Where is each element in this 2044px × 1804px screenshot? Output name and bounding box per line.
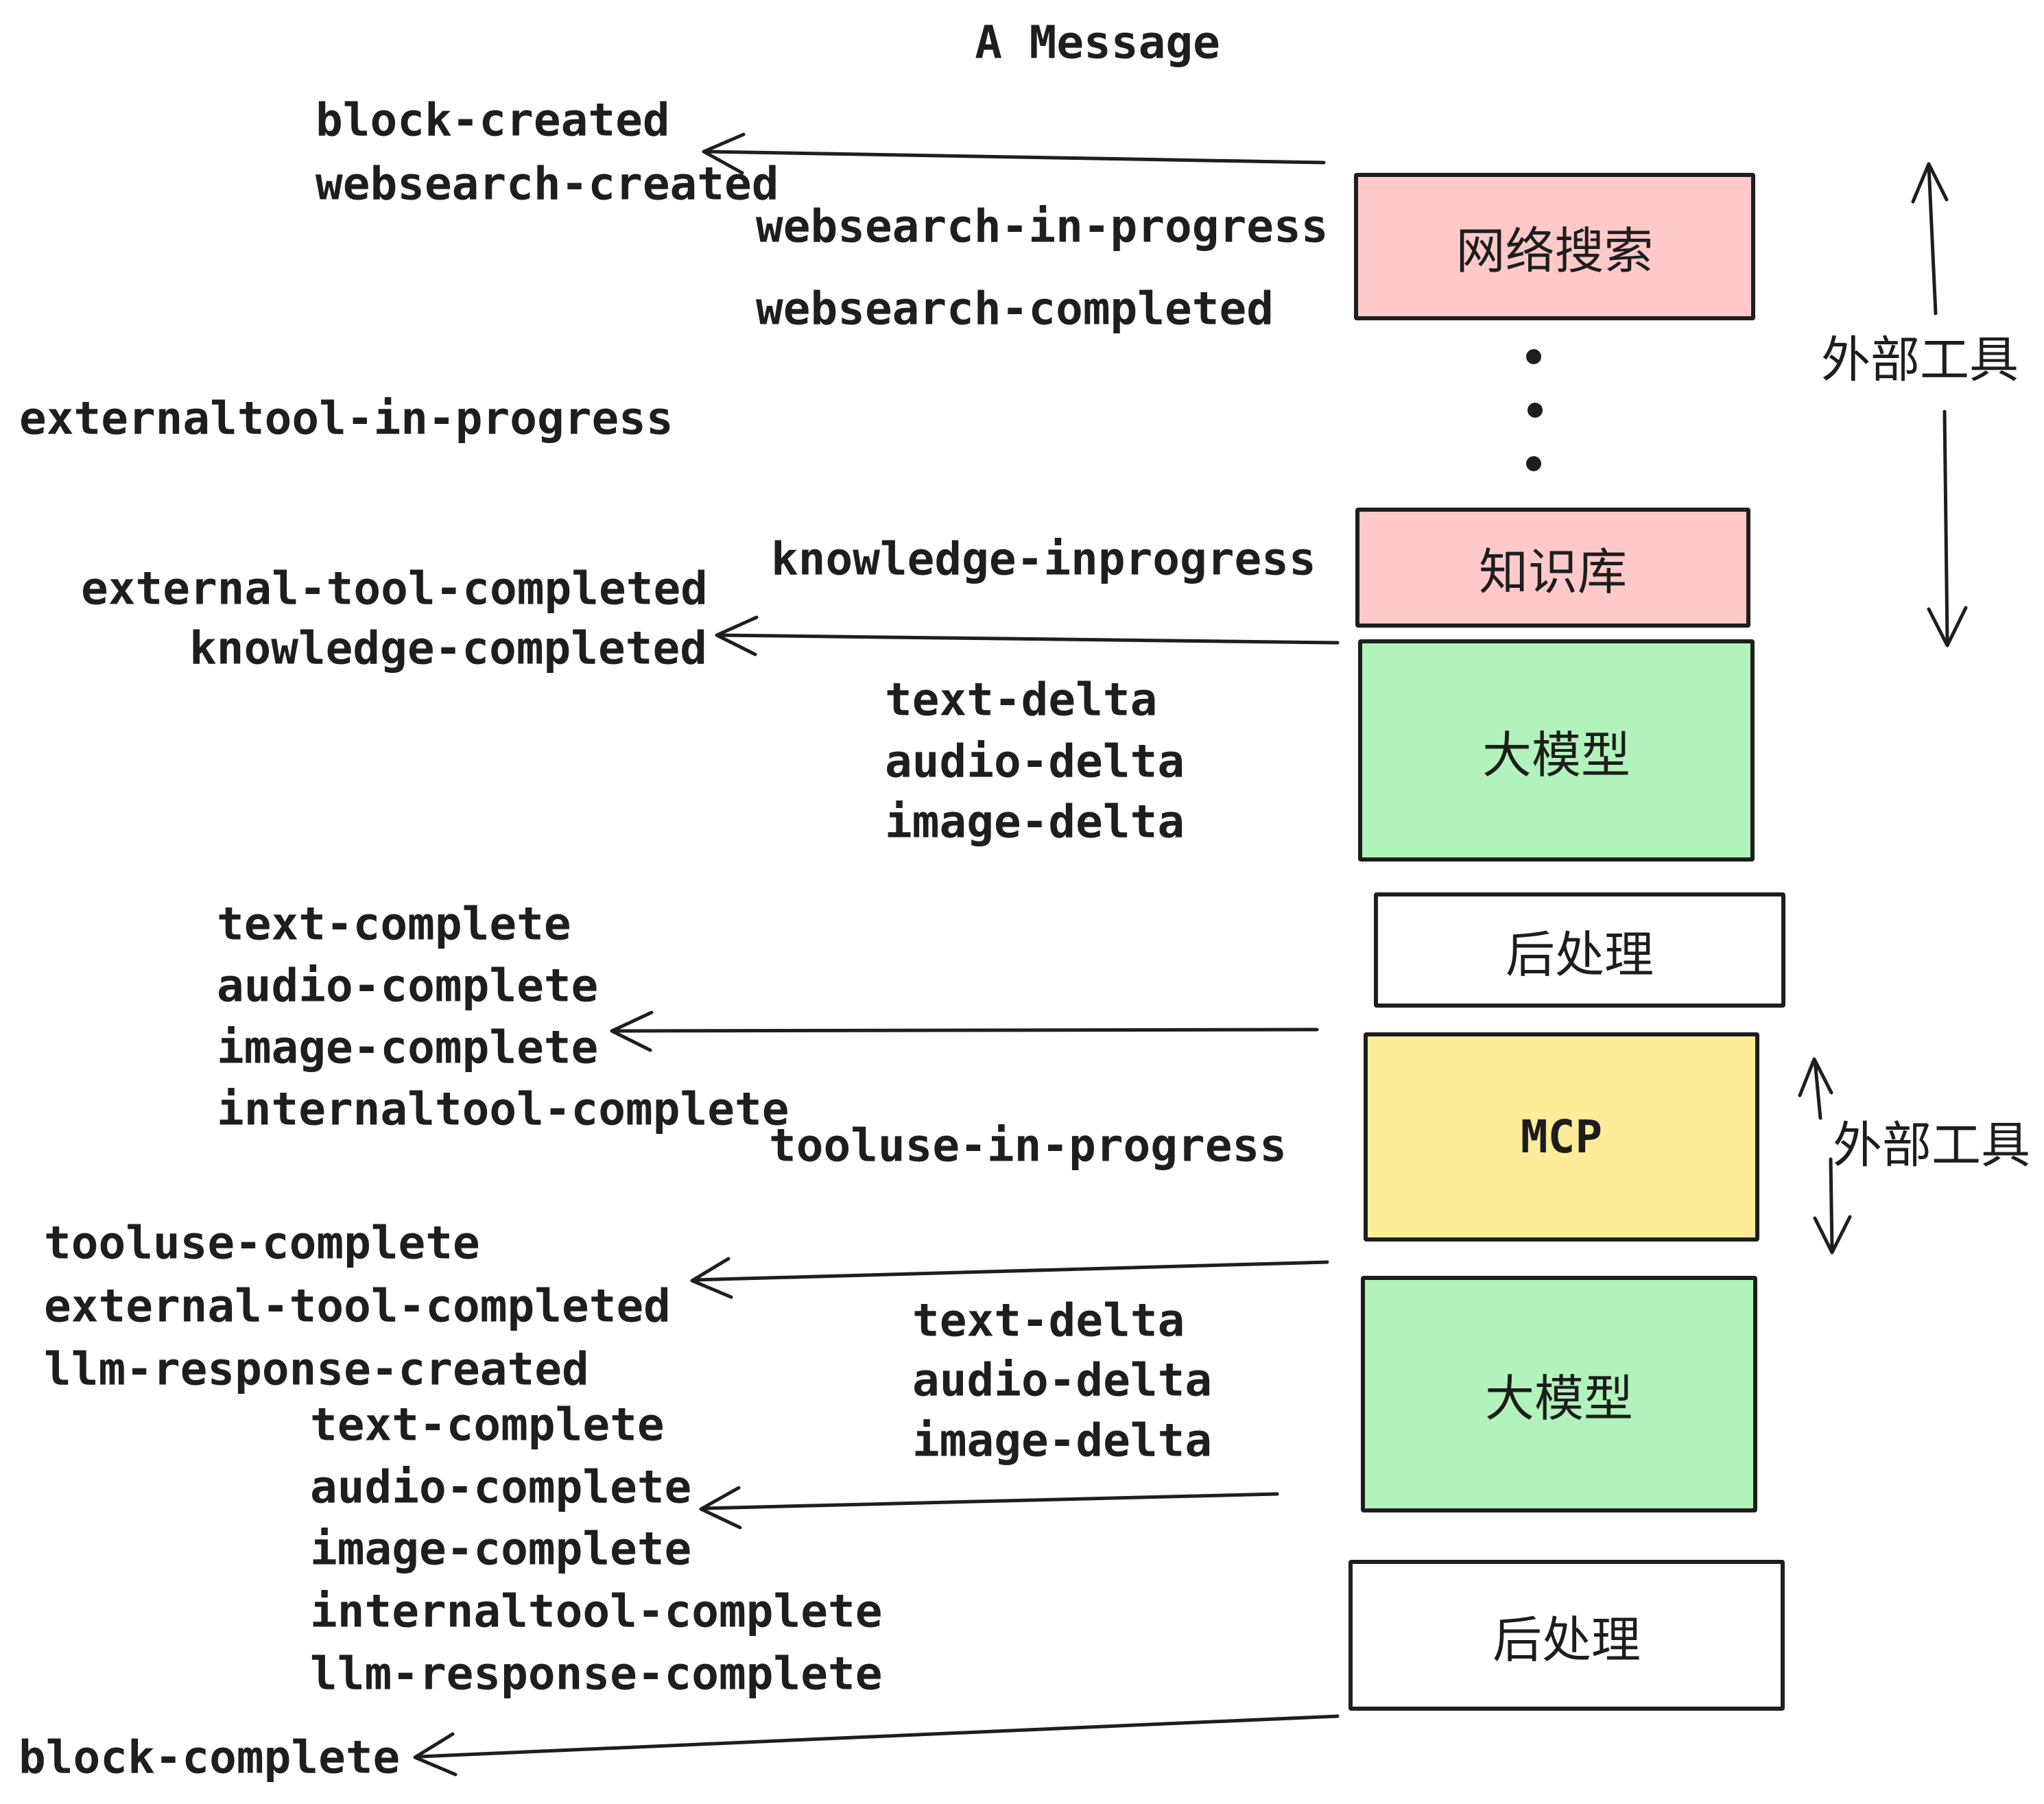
- left-arrow-to-block-created-icon: [702, 132, 1326, 175]
- event-audio-delta-2: audio-delta: [912, 1353, 1213, 1407]
- box-llm-1-label: 大模型: [1482, 726, 1630, 784]
- vertical-double-arrow-external-tools-mcp-icon: [1798, 1057, 1852, 1255]
- left-arrow-to-block-complete-icon: [413, 1714, 1340, 1777]
- left-arrow-to-audio-complete-icon: [699, 1486, 1279, 1530]
- event-text-delta-2: text-delta: [912, 1294, 1185, 1347]
- event-llm-response-created: llm-response-created: [44, 1342, 589, 1396]
- event-externaltool-in-progress: externaltool-in-progress: [19, 392, 674, 445]
- event-tooluse-complete: tooluse-complete: [44, 1216, 480, 1270]
- vertical-double-arrow-external-tools-top-icon: [1911, 162, 1968, 648]
- diagram-title: A Message: [975, 16, 1220, 69]
- event-websearch-created: websearch-created: [316, 157, 779, 211]
- event-text-complete-2: text-complete: [310, 1398, 665, 1451]
- side-label-external-tools-top: 外部工具: [1821, 331, 2019, 389]
- event-text-delta-1: text-delta: [885, 673, 1158, 726]
- box-websearch: 网络搜索: [1354, 173, 1755, 320]
- event-audio-complete-2: audio-complete: [310, 1460, 692, 1514]
- box-postprocess-2-label: 后处理: [1492, 1611, 1641, 1669]
- event-image-delta-1: image-delta: [885, 795, 1185, 848]
- box-llm-2: 大模型: [1361, 1276, 1757, 1512]
- event-llm-response-complete: llm-response-complete: [310, 1647, 883, 1700]
- box-llm-2-label: 大模型: [1484, 1370, 1633, 1427]
- event-internaltool-complete-1: internaltool-complete: [217, 1082, 789, 1136]
- event-knowledge-completed: knowledge-completed: [189, 621, 707, 675]
- left-arrow-to-knowledge-completed-icon: [715, 615, 1340, 656]
- box-postprocess-2: 后处理: [1348, 1560, 1785, 1711]
- side-label-external-tools-mcp: 外部工具: [1833, 1116, 2031, 1174]
- event-image-complete-2: image-complete: [310, 1522, 692, 1576]
- event-text-complete-1: text-complete: [217, 897, 571, 951]
- vertical-ellipsis-dots-icon: [1526, 349, 1543, 471]
- event-audio-delta-1: audio-delta: [885, 735, 1185, 788]
- event-websearch-completed: websearch-completed: [756, 282, 1274, 335]
- event-image-complete-1: image-complete: [217, 1021, 599, 1074]
- box-mcp: MCP: [1364, 1032, 1759, 1242]
- event-external-tool-completed-1: external-tool-completed: [81, 562, 708, 615]
- event-internaltool-complete-2: internaltool-complete: [310, 1585, 883, 1638]
- box-websearch-label: 网络搜索: [1455, 222, 1654, 280]
- box-postprocess-1: 后处理: [1374, 892, 1785, 1008]
- event-websearch-in-progress: websearch-in-progress: [756, 200, 1329, 253]
- event-knowledge-inprogress: knowledge-inprogress: [771, 532, 1316, 586]
- event-audio-complete-1: audio-complete: [217, 959, 599, 1012]
- left-arrow-to-image-complete-icon: [610, 1010, 1319, 1052]
- box-knowledge: 知识库: [1355, 508, 1750, 628]
- event-image-delta-2: image-delta: [912, 1414, 1213, 1467]
- box-mcp-label: MCP: [1520, 1111, 1603, 1163]
- event-block-created: block-created: [316, 93, 670, 147]
- event-block-complete: block-complete: [19, 1731, 401, 1784]
- box-knowledge-label: 知识库: [1478, 543, 1627, 601]
- left-arrow-to-external-tool-completed-icon: [690, 1257, 1329, 1299]
- box-llm-1: 大模型: [1358, 639, 1755, 862]
- event-tooluse-in-progress: tooluse-in-progress: [769, 1119, 1287, 1172]
- event-external-tool-completed-2: external-tool-completed: [44, 1279, 671, 1333]
- box-postprocess-1-label: 后处理: [1505, 925, 1654, 984]
